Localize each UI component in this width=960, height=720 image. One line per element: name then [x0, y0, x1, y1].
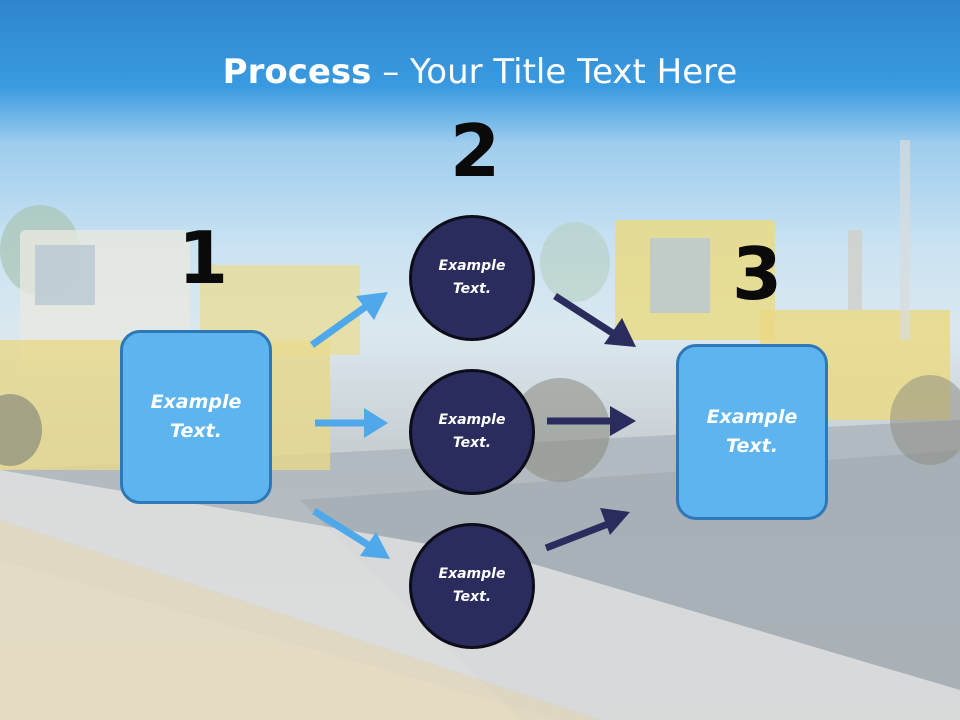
arrow-middle-to-right	[547, 406, 636, 436]
circle-middle: Example Text.	[409, 369, 535, 495]
slide-title: Process – Your Title Text Here	[0, 52, 960, 92]
title-bold: Process	[222, 52, 372, 92]
circle-top: Example Text.	[409, 215, 535, 341]
right-box: Example Text.	[676, 344, 828, 520]
title-rest: Your Title Text Here	[410, 52, 738, 92]
step-number-1: 1	[178, 216, 229, 300]
arrow-left-to-bottom	[312, 508, 390, 559]
step-number-3: 3	[732, 232, 783, 316]
arrow-top-to-right	[553, 293, 636, 347]
arrow-left-to-middle	[315, 408, 388, 438]
arrow-bottom-to-right	[544, 508, 630, 552]
title-separator: –	[371, 52, 411, 92]
arrow-left-to-top	[309, 292, 388, 348]
circle-bottom: Example Text.	[409, 523, 535, 649]
left-box: Example Text.	[120, 330, 272, 504]
step-number-2: 2	[450, 109, 501, 193]
